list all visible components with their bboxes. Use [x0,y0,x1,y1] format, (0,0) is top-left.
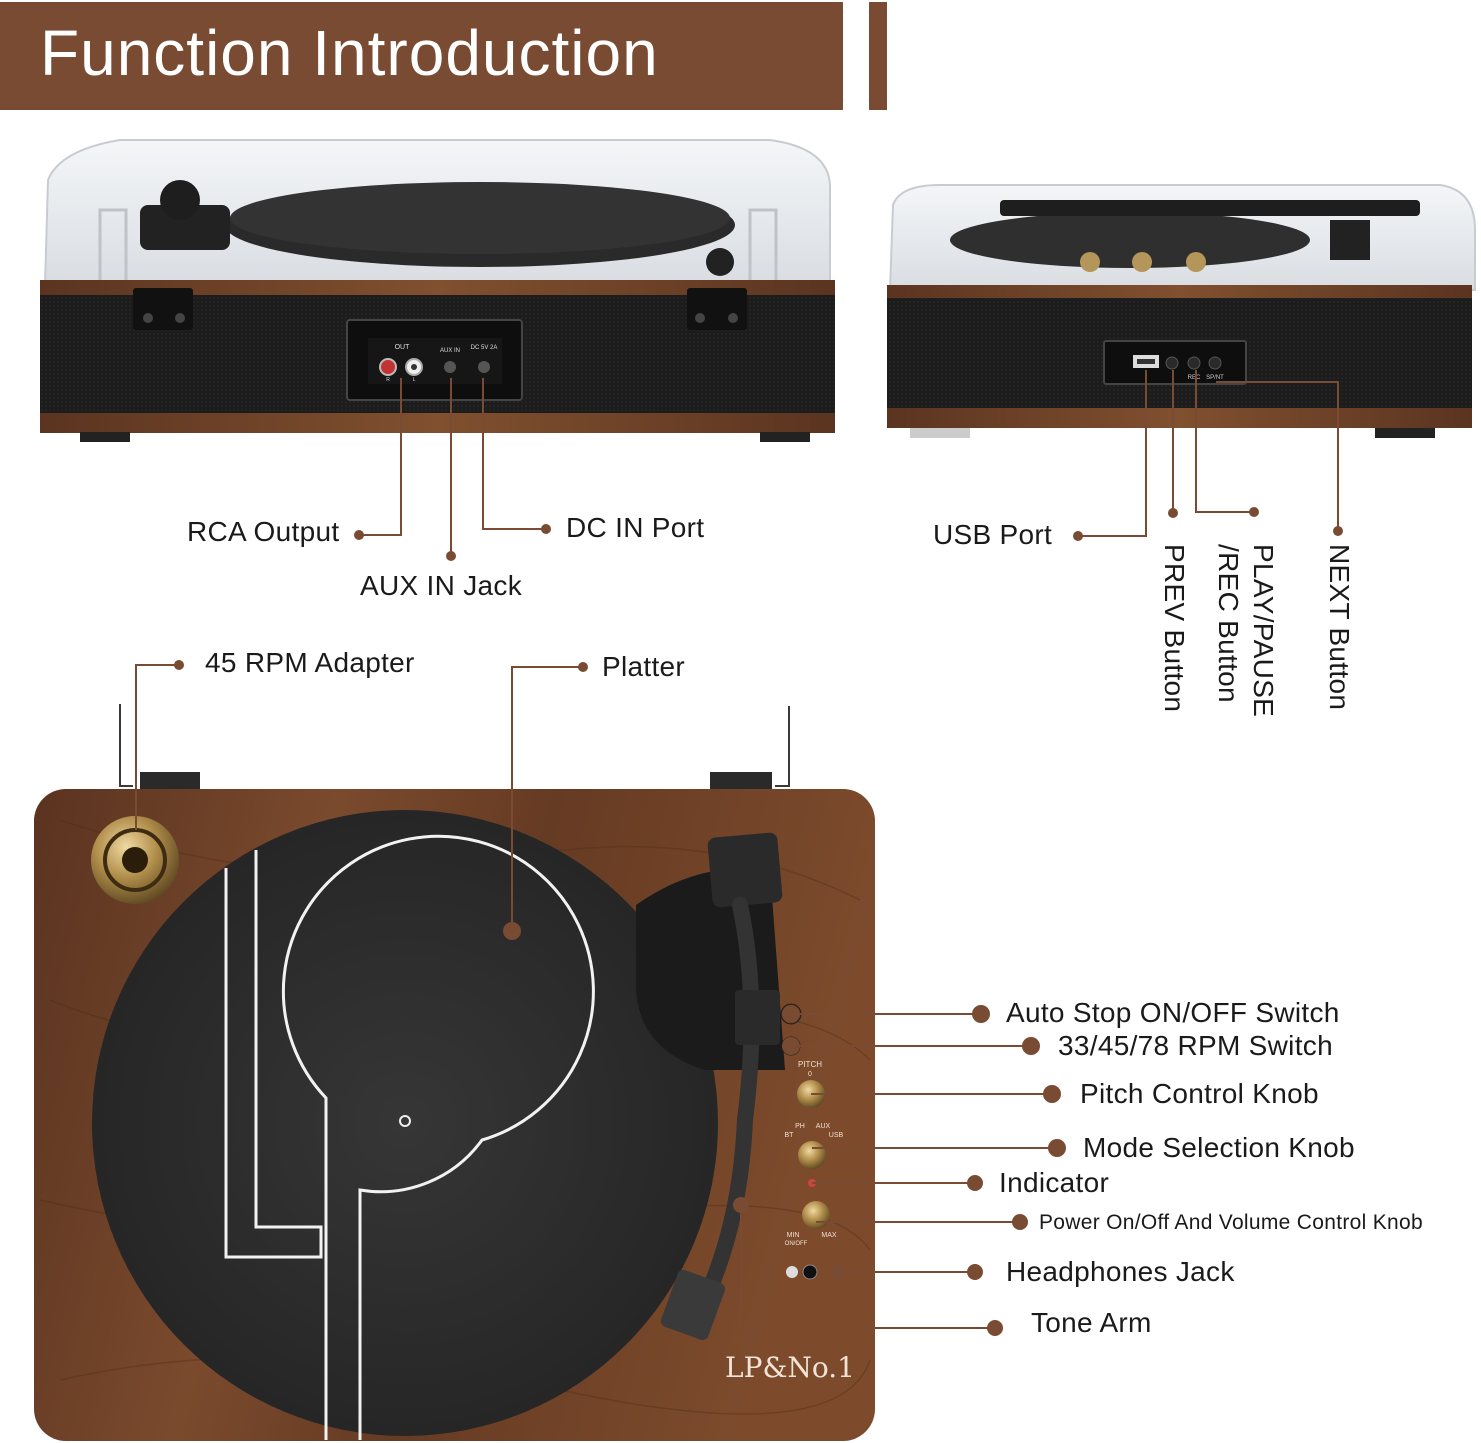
callout-play-pause-line1: PLAY/PAUSE [1248,544,1279,718]
panel-pitch-zero: 0 [808,1071,812,1078]
side-callout-dots [1073,507,1343,541]
panel-min-label: MIN [787,1232,800,1239]
panel-bt-label: BT [785,1132,795,1139]
panel-l-label: L [413,377,416,383]
callout-power-volume-knob: Power On/Off And Volume Control Knob [1039,1211,1423,1234]
top-callout-lines [135,664,1057,1329]
callout-indicator: Indicator [999,1167,1110,1198]
top-view-turntable [34,704,875,1441]
panel-max-label: MAX [821,1232,837,1239]
panel-rec-label: REC [1188,375,1201,381]
panel-spnt-label: SP/NT [1206,375,1224,381]
side-callout-lines [1080,370,1339,537]
callout-play-pause-line2: /REC Button [1213,544,1244,703]
callout-tone-arm: Tone Arm [1031,1307,1152,1338]
brand-logo: LP&No.1 [725,1351,855,1384]
callout-dc-in-port: DC IN Port [566,512,705,543]
panel-r-label: R [386,377,390,383]
callout-prev-button: PREV Button [1159,544,1190,713]
callout-rca-output: RCA Output [187,516,340,547]
panel-usb-label: USB [829,1132,844,1139]
callout-headphones-jack: Headphones Jack [1006,1256,1235,1287]
callout-auto-stop-switch: Auto Stop ON/OFF Switch [1006,997,1340,1028]
panel-ph-label: PH [795,1123,805,1130]
panel-onoff-label: ON/OFF [785,1241,808,1247]
panel-out-label: OUT [395,344,411,351]
callout-aux-in-jack: AUX IN Jack [360,570,523,601]
callout-next-button: NEXT Button [1324,544,1355,711]
panel-dc-label: DC 5V 2A [471,345,498,351]
back-callout-dots [354,524,551,561]
back-callout-lines [360,378,545,555]
page-title: Function Introduction [40,17,659,89]
callout-platter: Platter [602,651,686,682]
callout-45-rpm-adapter: 45 RPM Adapter [205,647,415,678]
callout-usb-port: USB Port [933,519,1053,550]
panel-pitch-label: PITCH [798,1060,822,1069]
side-view-turntable [887,184,1476,438]
panel-aux-label: AUX IN [440,348,460,354]
callout-pitch-control-knob: Pitch Control Knob [1080,1078,1319,1109]
callout-mode-selection-knob: Mode Selection Knob [1083,1132,1355,1163]
panel-aux-mode-label: AUX [816,1123,831,1130]
top-callout-dots [174,660,1066,1336]
callout-rpm-switch: 33/45/78 RPM Switch [1058,1030,1333,1061]
title-accent-bar [869,2,887,110]
back-view-turntable [40,139,835,442]
title-banner [0,2,843,110]
